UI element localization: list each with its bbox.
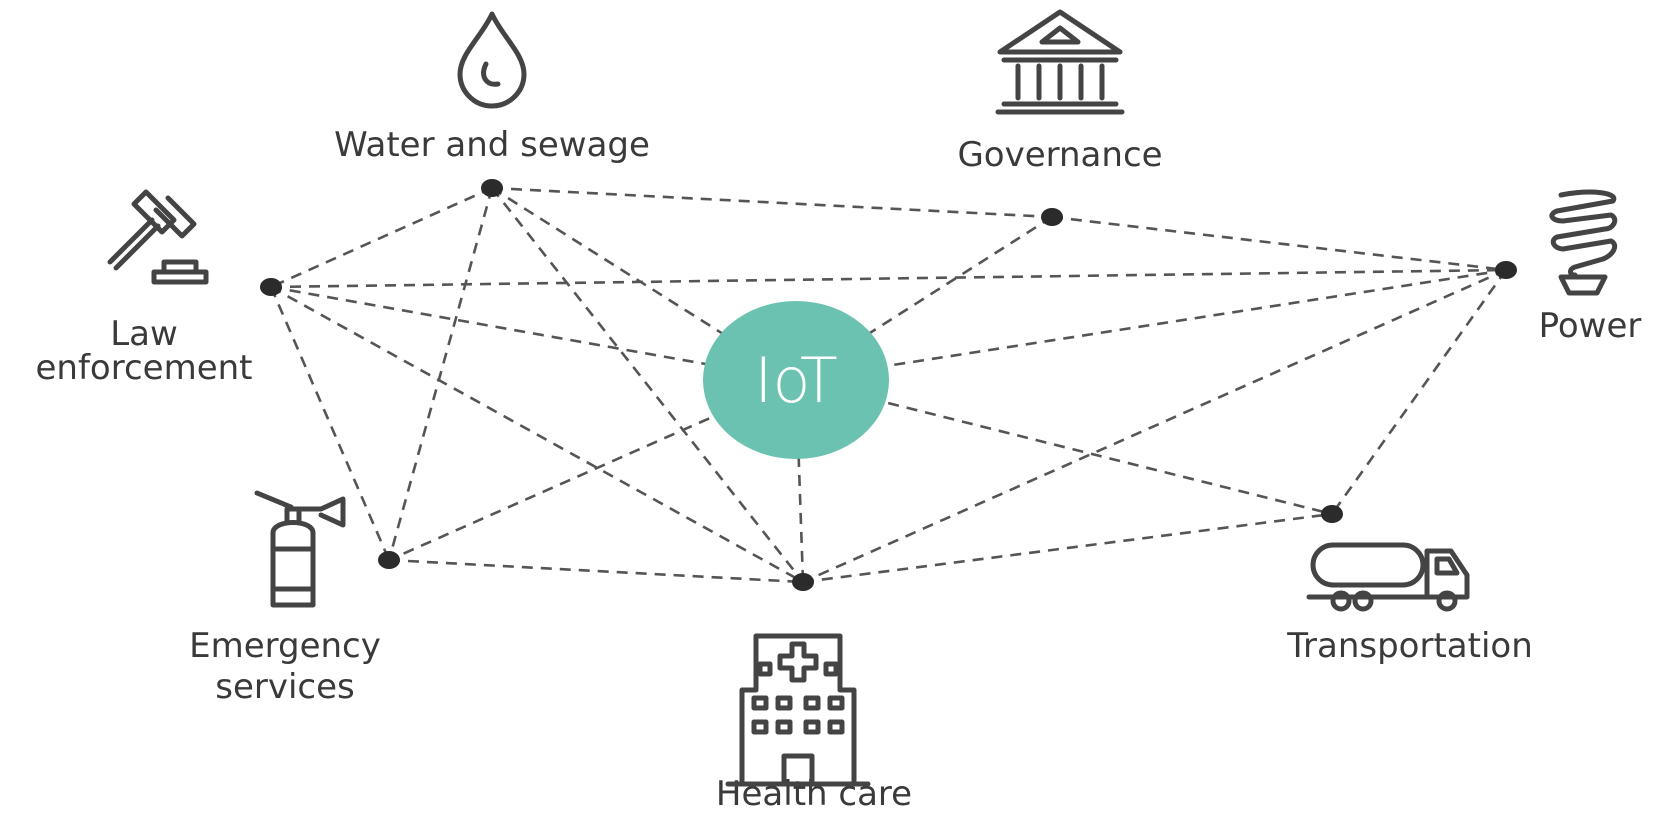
edge-health-transport	[802, 512, 1333, 584]
label-emergency-2: services	[215, 667, 355, 707]
water-drop-icon	[457, 11, 527, 109]
node-dots	[260, 179, 1517, 591]
label-water: Water and sewage	[334, 125, 650, 165]
edge-hub-emergency	[388, 378, 797, 562]
edge-law-health	[270, 285, 804, 584]
edge-law-emergency	[269, 286, 391, 561]
label-emergency-1: Emergency	[189, 626, 381, 666]
edge-power-transport	[1330, 269, 1508, 515]
node-dot-emergency	[378, 551, 400, 569]
edge-power-hub	[795, 268, 1507, 382]
edge-law-power	[270, 268, 1507, 289]
label-power: Power	[1539, 306, 1642, 346]
edge-hub-health	[794, 379, 805, 583]
gavel-icon	[107, 189, 209, 285]
node-dot-governance	[1041, 208, 1063, 226]
edge-water-hub	[491, 186, 797, 382]
iot-hub-circle	[703, 301, 889, 459]
edge-water-emergency	[387, 187, 494, 561]
node-dot-health	[792, 573, 814, 591]
node-labels: Water and sewage Governance Power Law en…	[36, 125, 1642, 814]
edge-emergency-health	[388, 558, 804, 584]
node-dot-water	[481, 179, 503, 197]
label-law-2: enforcement	[36, 348, 253, 388]
node-dot-transport	[1321, 505, 1343, 523]
edge-governance-power	[1051, 215, 1507, 272]
label-governance: Governance	[957, 135, 1162, 175]
iot-hub-label: IoT	[754, 344, 838, 417]
label-transport: Transportation	[1286, 626, 1533, 666]
hospital-icon	[725, 633, 871, 787]
government-building-icon	[995, 9, 1125, 115]
tanker-truck-icon	[1306, 542, 1470, 612]
node-dot-power	[1495, 261, 1517, 279]
label-law-1: Law	[110, 314, 178, 354]
iot-hub: IoT	[703, 301, 889, 459]
edge-hub-transport	[795, 378, 1333, 516]
edge-water-governance	[491, 186, 1053, 219]
light-bulb-icon	[1549, 189, 1618, 296]
edge-power-health	[802, 268, 1507, 584]
node-dot-law	[260, 278, 282, 296]
fire-extinguisher-icon	[254, 490, 346, 608]
edge-water-health	[490, 187, 805, 583]
edge-water-law	[270, 186, 493, 289]
